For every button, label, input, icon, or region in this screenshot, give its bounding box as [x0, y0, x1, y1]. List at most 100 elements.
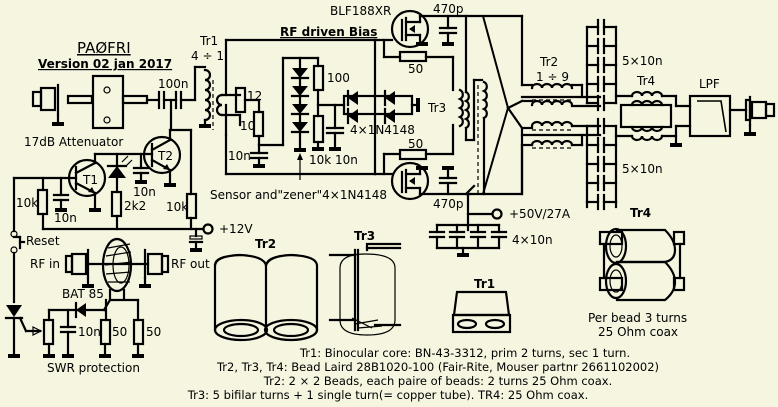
bias-cap-10n-b-label: 10n: [335, 153, 358, 167]
r-10k-b: [185, 192, 198, 231]
swr-caption: SWR protection: [47, 361, 140, 375]
r-50-a-label: 50: [112, 325, 127, 339]
capacitor: [585, 117, 618, 135]
bias-resistor-100: [312, 56, 346, 118]
cap-bank-top: [585, 18, 618, 112]
callsign-title: PAØFRI: [77, 39, 131, 57]
rf-out-connector-icon: [139, 248, 170, 288]
mosfet-bottom-cap-icon: [438, 166, 458, 196]
tr4-drawing-title: Tr4: [630, 206, 651, 220]
bias-title: RF driven Bias: [280, 25, 377, 39]
capacitor: [585, 136, 618, 154]
bias-diodes-label: 4×1N4148: [350, 123, 415, 137]
tr1-drawing-title: Tr1: [474, 277, 495, 291]
bias-res-10k-label: 10k: [309, 153, 331, 167]
lpf-block-icon: [688, 94, 748, 138]
bat85-label: BAT 85: [62, 287, 104, 301]
mosfet-part-label: BLF188XR: [330, 4, 391, 18]
thyristor-icon: [4, 305, 43, 358]
supply-12v-label: +12V: [219, 222, 253, 236]
version-label: Version 02 jan 2017: [38, 57, 172, 71]
coupling-cap-label: 100n: [158, 77, 189, 91]
supply-decoupling-label: 4×10n: [512, 233, 553, 247]
mosfet-bottom-cap-label: 470p: [433, 197, 464, 211]
reset-label: Reset: [26, 234, 60, 248]
c-10n-a: [52, 176, 70, 212]
c-10n-b: [132, 152, 150, 184]
bias-cap-10n-label: 10n: [228, 149, 251, 163]
tr4-caption-1: Per bead 3 turns: [588, 311, 687, 325]
capacitor: [585, 174, 618, 192]
swr-toroid-icon: [101, 237, 133, 302]
attenuator-label: 17dB Attenuator: [24, 135, 123, 149]
tr1-ratio: 4 ÷ 1: [191, 49, 224, 63]
bias-cap-10n: [249, 143, 269, 168]
coupling-capacitors: [157, 90, 197, 132]
cap-bank-top-label: 5×10n: [622, 54, 663, 68]
mosfet-top-cap-icon: [438, 14, 458, 46]
cap-bank-bottom-label: 5×10n: [622, 162, 663, 176]
bias-res-10-label: 10: [240, 119, 255, 133]
t2-label: T2: [157, 149, 173, 163]
mosfet-bottom-resistor: [382, 123, 455, 176]
bias-res-100-label: 100: [327, 71, 350, 85]
capacitor: [585, 155, 618, 173]
bias-pot-icon: [234, 86, 261, 114]
tr4-name: Tr4: [636, 74, 655, 88]
tr2-transformer-icon: [506, 82, 602, 196]
r-2k2: [110, 190, 123, 231]
tr3-drawing-icon: [328, 242, 402, 336]
note-line-2: Tr2, Tr3, Tr4: Bead Laird 28B1020-100 (F…: [216, 360, 659, 374]
supply-12v: [188, 223, 214, 252]
note-line-1: Tr1: Binocular core: BN-43-3312, prim 2 …: [299, 346, 630, 360]
tr2-drawing-title: Tr2: [255, 237, 276, 251]
supply-50v-label: +50V/27A: [509, 207, 571, 221]
c-10n-c-label: 10n: [78, 325, 101, 339]
input-connector-icon: [31, 83, 94, 126]
c-10n-b-label: 10n: [133, 185, 156, 199]
c-10n-a-label: 10n: [54, 211, 77, 225]
tr4-caption-2: 25 Ohm coax: [598, 325, 678, 339]
mosfet-bottom-icon: [373, 161, 472, 201]
note-line-4: Tr3: 5 bifilar turns + 1 single turn(= c…: [187, 388, 588, 402]
sensor-label: Sensor and"zener"4×1N4148: [210, 188, 387, 202]
r-10k-a: [36, 176, 49, 231]
attenuator-block: [91, 74, 159, 130]
bias-resistor-10: [252, 110, 285, 147]
rf-out-label: RF out: [171, 257, 210, 271]
tr2-name: Tr2: [539, 55, 558, 69]
lpf-label: LPF: [699, 77, 720, 91]
capacitor: [585, 193, 618, 211]
tr3-transformer-icon: [457, 14, 522, 196]
tr3-label: Tr3: [427, 101, 446, 115]
bias-diode-bridge-icon: [342, 38, 420, 176]
tr1-name: Tr1: [199, 34, 218, 48]
capacitor: [585, 18, 618, 36]
supply-50v: [428, 192, 508, 257]
mosfet-top-resistor: [382, 38, 455, 92]
tr4-transformer-icon: [614, 90, 692, 147]
mosfet-top-icon: [373, 9, 462, 49]
r-2k2-label: 2k2: [124, 199, 146, 213]
capacitor: [585, 37, 618, 55]
swr-detector: [42, 298, 145, 358]
reset-switch[interactable]: [10, 176, 26, 304]
tr1-drawing-icon: [451, 290, 512, 334]
tr4-drawing-icon: [598, 227, 686, 302]
r-50-b-label: 50: [146, 325, 161, 339]
t1-label: T1: [82, 173, 98, 187]
rf-in-label: RF in: [30, 257, 60, 271]
r-10k-a-label: 10k: [16, 196, 38, 210]
capacitor: [585, 75, 618, 93]
cap-bank-bottom: [585, 117, 618, 211]
output-connector-icon: [744, 95, 776, 136]
mosfet-top-cap-label: 470p: [433, 2, 464, 16]
tr2-ratio: 1 ÷ 9: [536, 70, 569, 84]
sensor-diode-stack-icon: [281, 56, 320, 180]
r-10k-b-label: 10k: [166, 200, 188, 214]
tr2-drawing-icon: [213, 253, 319, 342]
tr1-transformer-icon: [193, 38, 242, 137]
capacitor: [585, 94, 618, 112]
tr3-drawing-title: Tr3: [354, 229, 375, 243]
